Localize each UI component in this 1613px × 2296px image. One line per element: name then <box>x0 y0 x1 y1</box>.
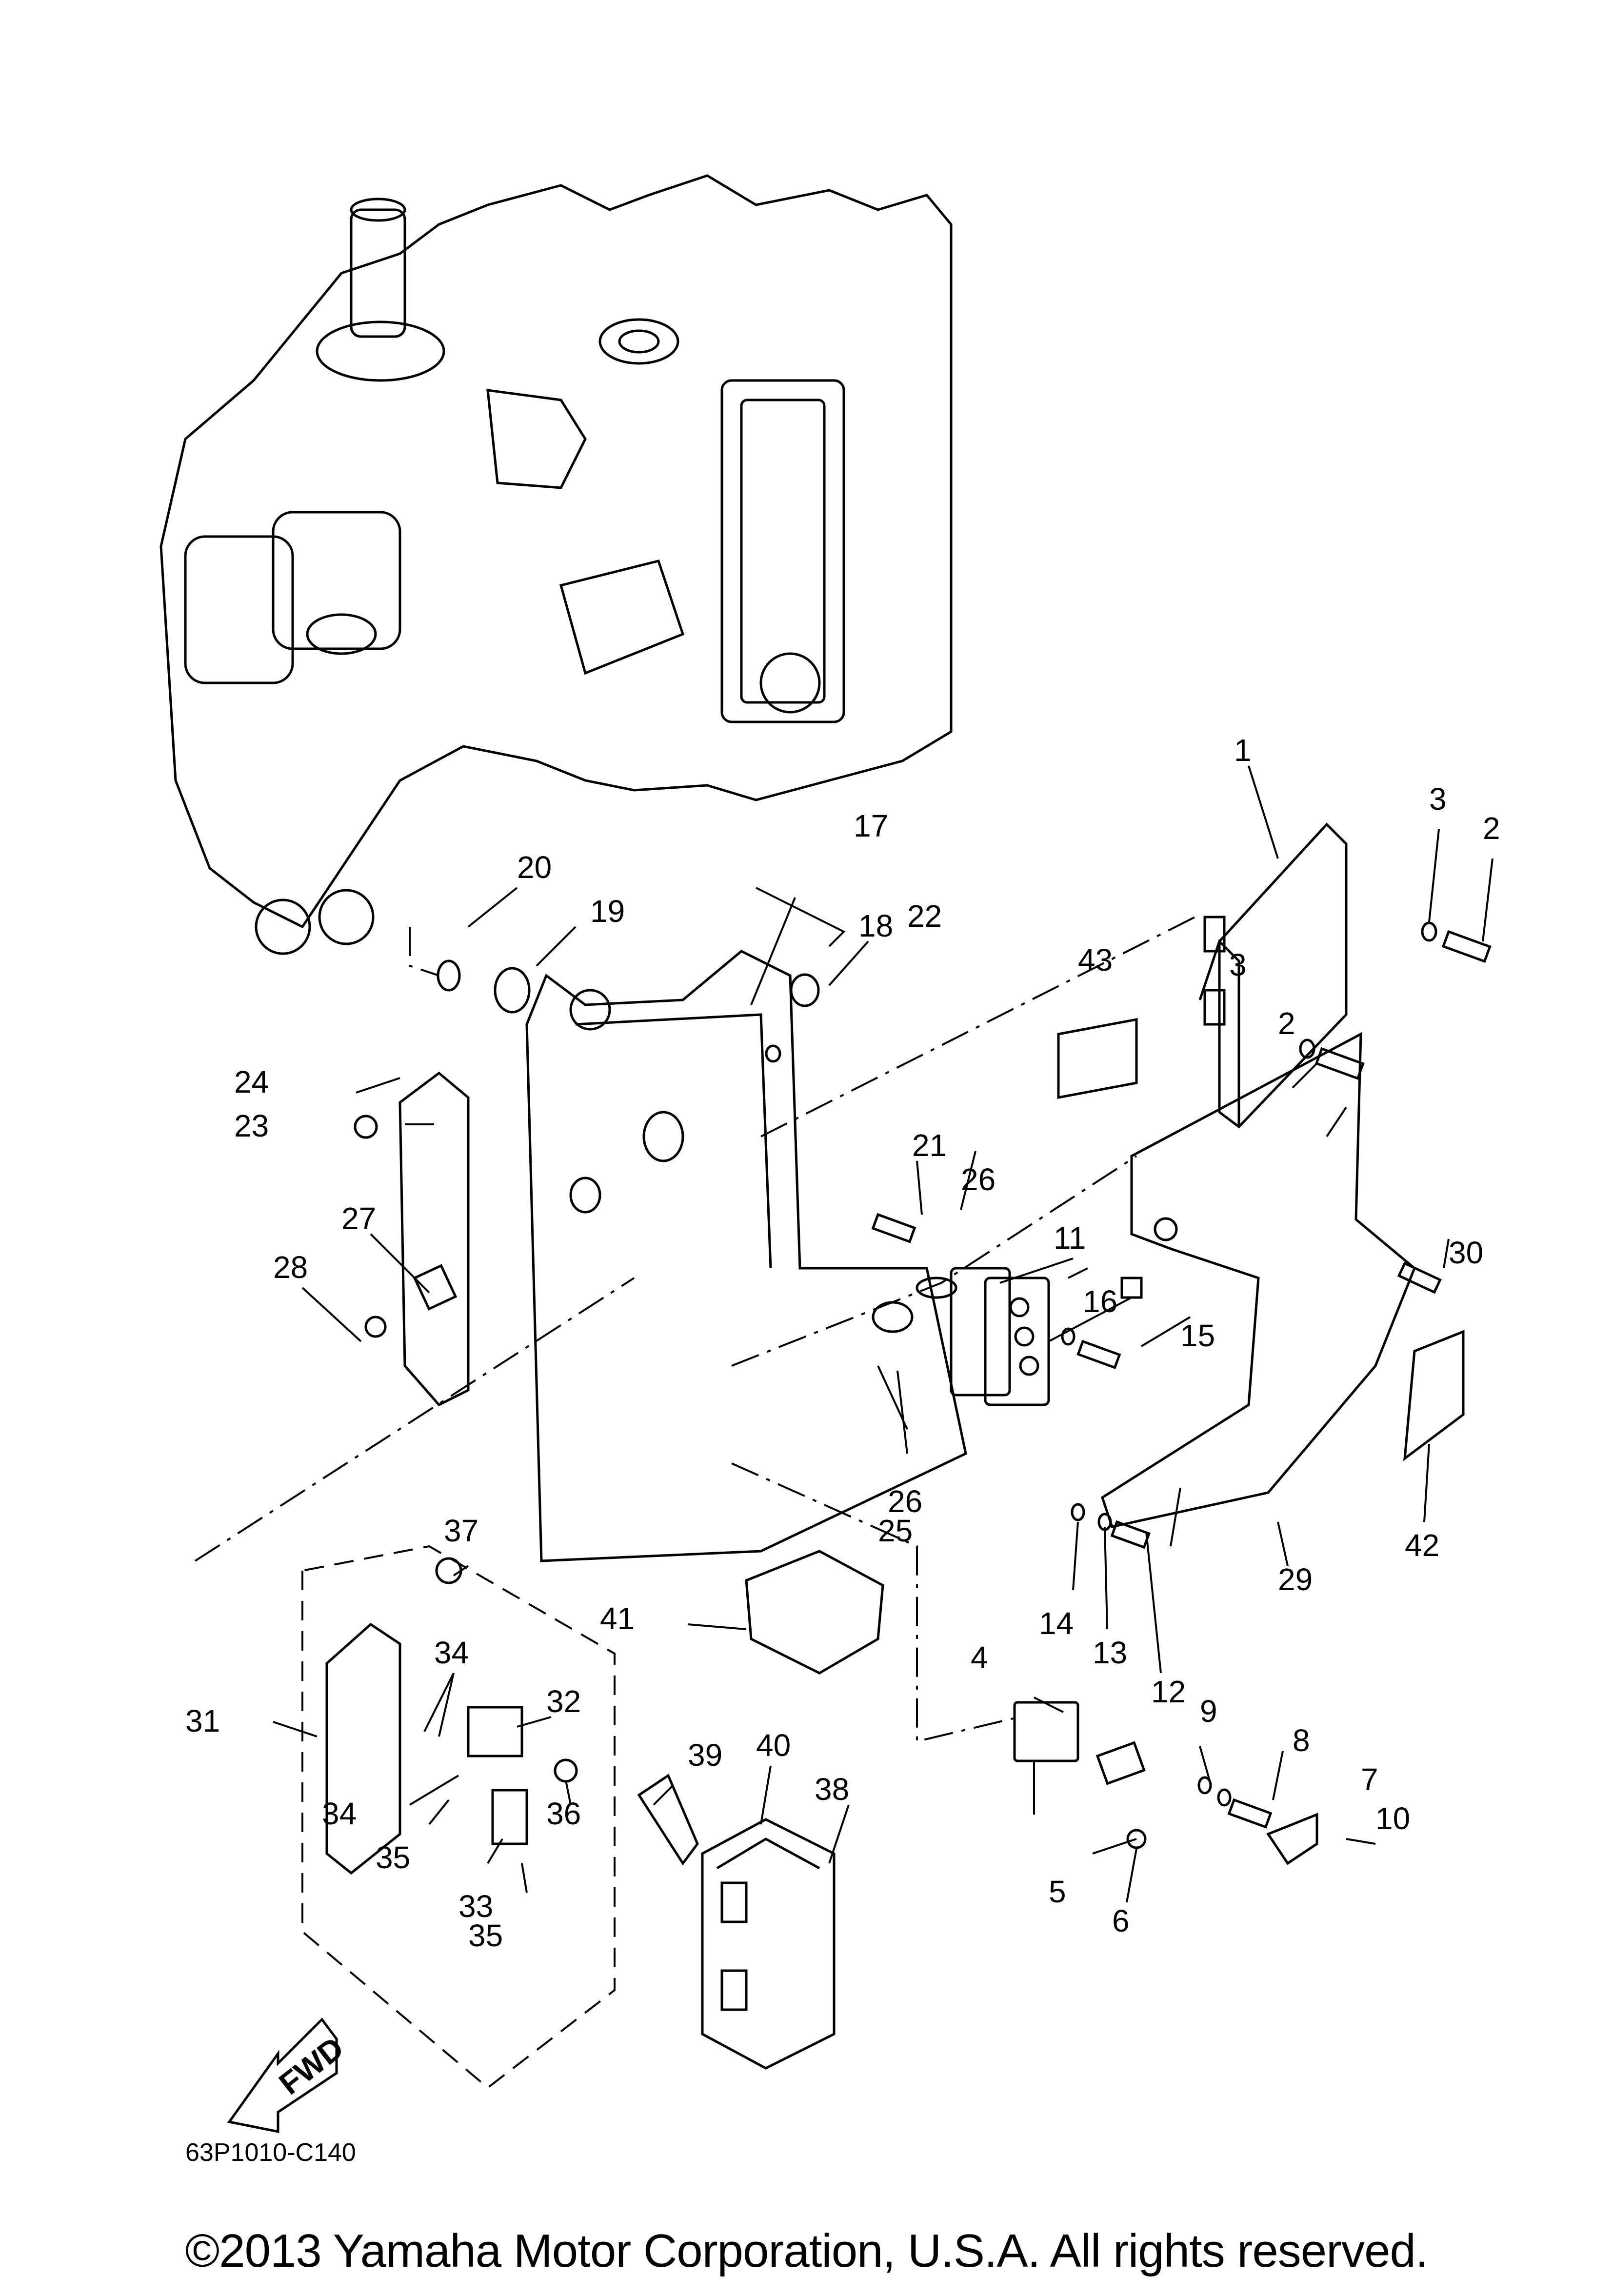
callout-19: 19 <box>590 894 625 929</box>
leader-lines <box>273 765 1494 1903</box>
callout-34: 34 <box>434 1635 469 1670</box>
callout-28: 28 <box>273 1250 308 1285</box>
callout-41: 41 <box>600 1601 635 1636</box>
callout-2: 2 <box>1483 811 1500 846</box>
callout-14: 14 <box>1039 1606 1074 1641</box>
diagram-code: 63P1010-C140 <box>185 2138 356 2167</box>
callout-4: 4 <box>971 1640 988 1675</box>
callout-27: 27 <box>341 1201 376 1236</box>
cover-plate <box>1101 1032 1416 1528</box>
callout-9: 9 <box>1200 1694 1217 1729</box>
callout-8: 8 <box>1293 1723 1310 1758</box>
callout-6: 6 <box>1112 1903 1130 1938</box>
callout-18: 18 <box>858 908 893 943</box>
forward-direction-arrow: FWD <box>227 2017 350 2134</box>
callout-37: 37 <box>444 1513 478 1548</box>
callout-39: 39 <box>688 1737 722 1773</box>
assembly-line <box>409 927 439 977</box>
callout-7: 7 <box>1361 1762 1378 1797</box>
assembly-line <box>194 1277 635 1562</box>
callout-3: 3 <box>1429 781 1447 817</box>
engine-block-drawing <box>159 174 953 955</box>
callout-5: 5 <box>1049 1874 1066 1909</box>
bracket-assembly <box>525 950 967 1562</box>
callout-15: 15 <box>1180 1318 1215 1353</box>
fasteners <box>354 921 1492 1866</box>
callout-40: 40 <box>756 1728 791 1763</box>
callout-36: 36 <box>546 1796 581 1831</box>
callout-24: 24 <box>234 1064 269 1099</box>
callout-21: 21 <box>912 1128 947 1163</box>
callout-29: 29 <box>1278 1562 1313 1597</box>
callout-42: 42 <box>1405 1528 1439 1563</box>
callout-43: 43 <box>1078 942 1113 978</box>
assembly-line <box>731 1462 1020 1743</box>
copyright-notice: ©2013 Yamaha Motor Corporation, U.S.A. A… <box>185 2225 1428 2277</box>
callout-32: 32 <box>546 1684 581 1719</box>
fuse-box <box>701 1818 836 2070</box>
assembly-line <box>760 916 1195 1138</box>
callout-11: 11 <box>1054 1220 1086 1256</box>
callout-1: 1 <box>1234 733 1252 768</box>
callout-34: 34 <box>322 1796 357 1831</box>
subassembly-boundary <box>301 1545 616 2089</box>
callout-17: 17 <box>854 808 888 843</box>
callout-20: 20 <box>517 850 552 885</box>
callout-23: 23 <box>234 1108 269 1143</box>
callout-30: 30 <box>1449 1235 1483 1270</box>
callout-labels: 1 2 2 3 3 4 5 6 7 8 9 10 11 12 13 14 15 … <box>185 733 1500 1953</box>
label-sticker-42 <box>1403 1330 1465 1461</box>
label-sticker-43 <box>1057 1018 1138 1099</box>
callout-31: 31 <box>185 1703 220 1738</box>
callout-38: 38 <box>815 1772 849 1807</box>
starter-relay <box>1013 1701 1079 1815</box>
callout-33: 33 <box>458 1889 493 1924</box>
callout-3: 3 <box>1229 947 1247 982</box>
callout-26: 26 <box>888 1484 922 1519</box>
control-unit-31 <box>325 1622 528 1875</box>
callout-25: 25 <box>878 1513 913 1548</box>
callout-2: 2 <box>1278 1006 1295 1041</box>
callout-13: 13 <box>1093 1635 1127 1670</box>
assembly-line <box>731 1155 1137 1367</box>
holder-41 <box>745 1550 884 1675</box>
callout-16: 16 <box>1083 1284 1117 1319</box>
callout-26: 26 <box>961 1162 996 1197</box>
ecu-unit <box>1198 822 1348 1129</box>
callout-22: 22 <box>907 898 942 934</box>
callout-35: 35 <box>376 1840 410 1875</box>
callout-35: 35 <box>468 1918 503 1953</box>
callout-10: 10 <box>1375 1801 1410 1836</box>
callout-12: 12 <box>1151 1674 1186 1709</box>
